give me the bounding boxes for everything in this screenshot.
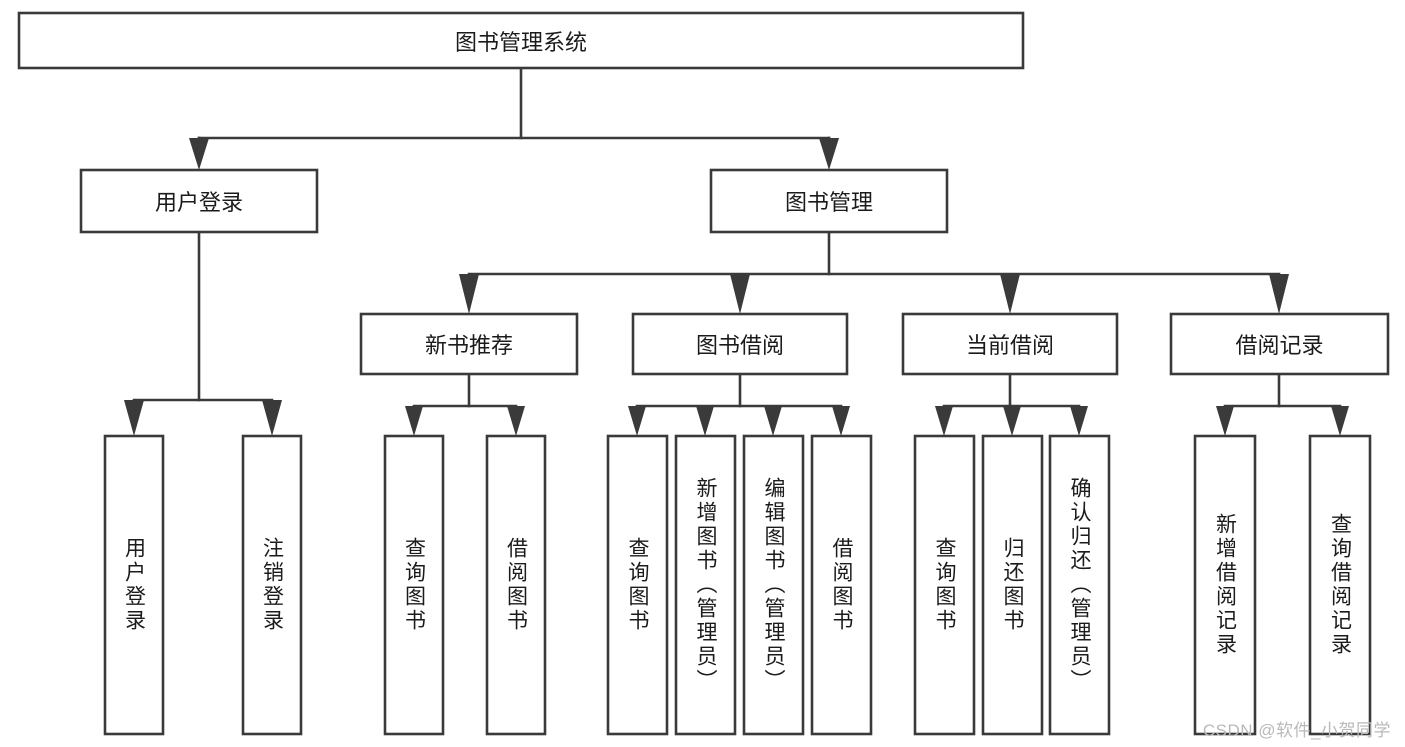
node-box-root[interactable] [17,11,1025,70]
node-box-user-login[interactable] [79,168,319,234]
node-box-book-borrow[interactable] [631,312,849,376]
arrowhead-leaf-query-book-3 [935,406,953,436]
arrowhead-new-book-rec [459,274,479,314]
arrowhead-current-borrow [1000,274,1020,314]
connector-group-book-mgmt [459,230,1289,314]
arrowhead-leaf-add-book [696,406,714,436]
node-box-leaf-query-book-1[interactable] [383,434,445,736]
node-box-leaf-edit-book[interactable] [742,434,805,736]
arrowhead-leaf-edit-book [764,406,782,436]
node-box-leaf-borrow-book-1[interactable] [485,434,547,736]
connector-group-borrow-record [1216,372,1349,436]
arrowhead-leaf-confirm-return [1070,406,1088,436]
node-box-leaf-borrow-book-2[interactable] [810,434,873,736]
connector-group-root [189,66,839,170]
node-box-new-book-recommend[interactable] [359,312,579,376]
arrowhead-user-login [189,138,209,170]
arrowhead-leaf-borrow-book-2 [832,406,850,436]
node-box-leaf-query-book-2[interactable] [606,434,669,736]
node-box-leaf-query-record[interactable] [1308,434,1372,736]
connector-group-current-borrow [935,372,1088,436]
node-box-leaf-logout[interactable] [241,434,303,736]
node-box-leaf-confirm-return[interactable] [1048,434,1111,736]
node-box-leaf-query-book-3[interactable] [913,434,976,736]
arrowhead-borrow-record [1269,274,1289,314]
node-box-current-borrow[interactable] [901,312,1119,376]
watermark-text: CSDN @软件_小贺同学 [1202,721,1391,740]
connector-group-user-login [124,230,282,436]
arrowhead-book-mgmt [819,138,839,170]
node-box-borrow-record[interactable] [1169,312,1390,376]
node-box-leaf-user-login[interactable] [103,434,165,736]
arrowhead-leaf-logout [262,400,282,436]
node-box-leaf-add-book[interactable] [674,434,737,736]
node-box-leaf-add-record[interactable] [1193,434,1257,736]
arrowhead-leaf-borrow-book-1 [507,406,525,436]
node-box-leaf-return-book[interactable] [981,434,1044,736]
node-box-book-management[interactable] [709,168,949,234]
connector-group-new-book-rec [405,372,525,436]
arrowhead-leaf-return-book [1003,406,1021,436]
arrowhead-book-borrow [730,274,750,314]
arrowhead-leaf-query-book-2 [628,406,646,436]
arrowhead-leaf-query-book-1 [405,406,423,436]
arrowhead-leaf-user-login [124,400,144,436]
arrowhead-leaf-add-record [1216,406,1234,436]
connector-group-book-borrow [628,372,850,436]
arrowhead-leaf-query-record [1331,406,1349,436]
